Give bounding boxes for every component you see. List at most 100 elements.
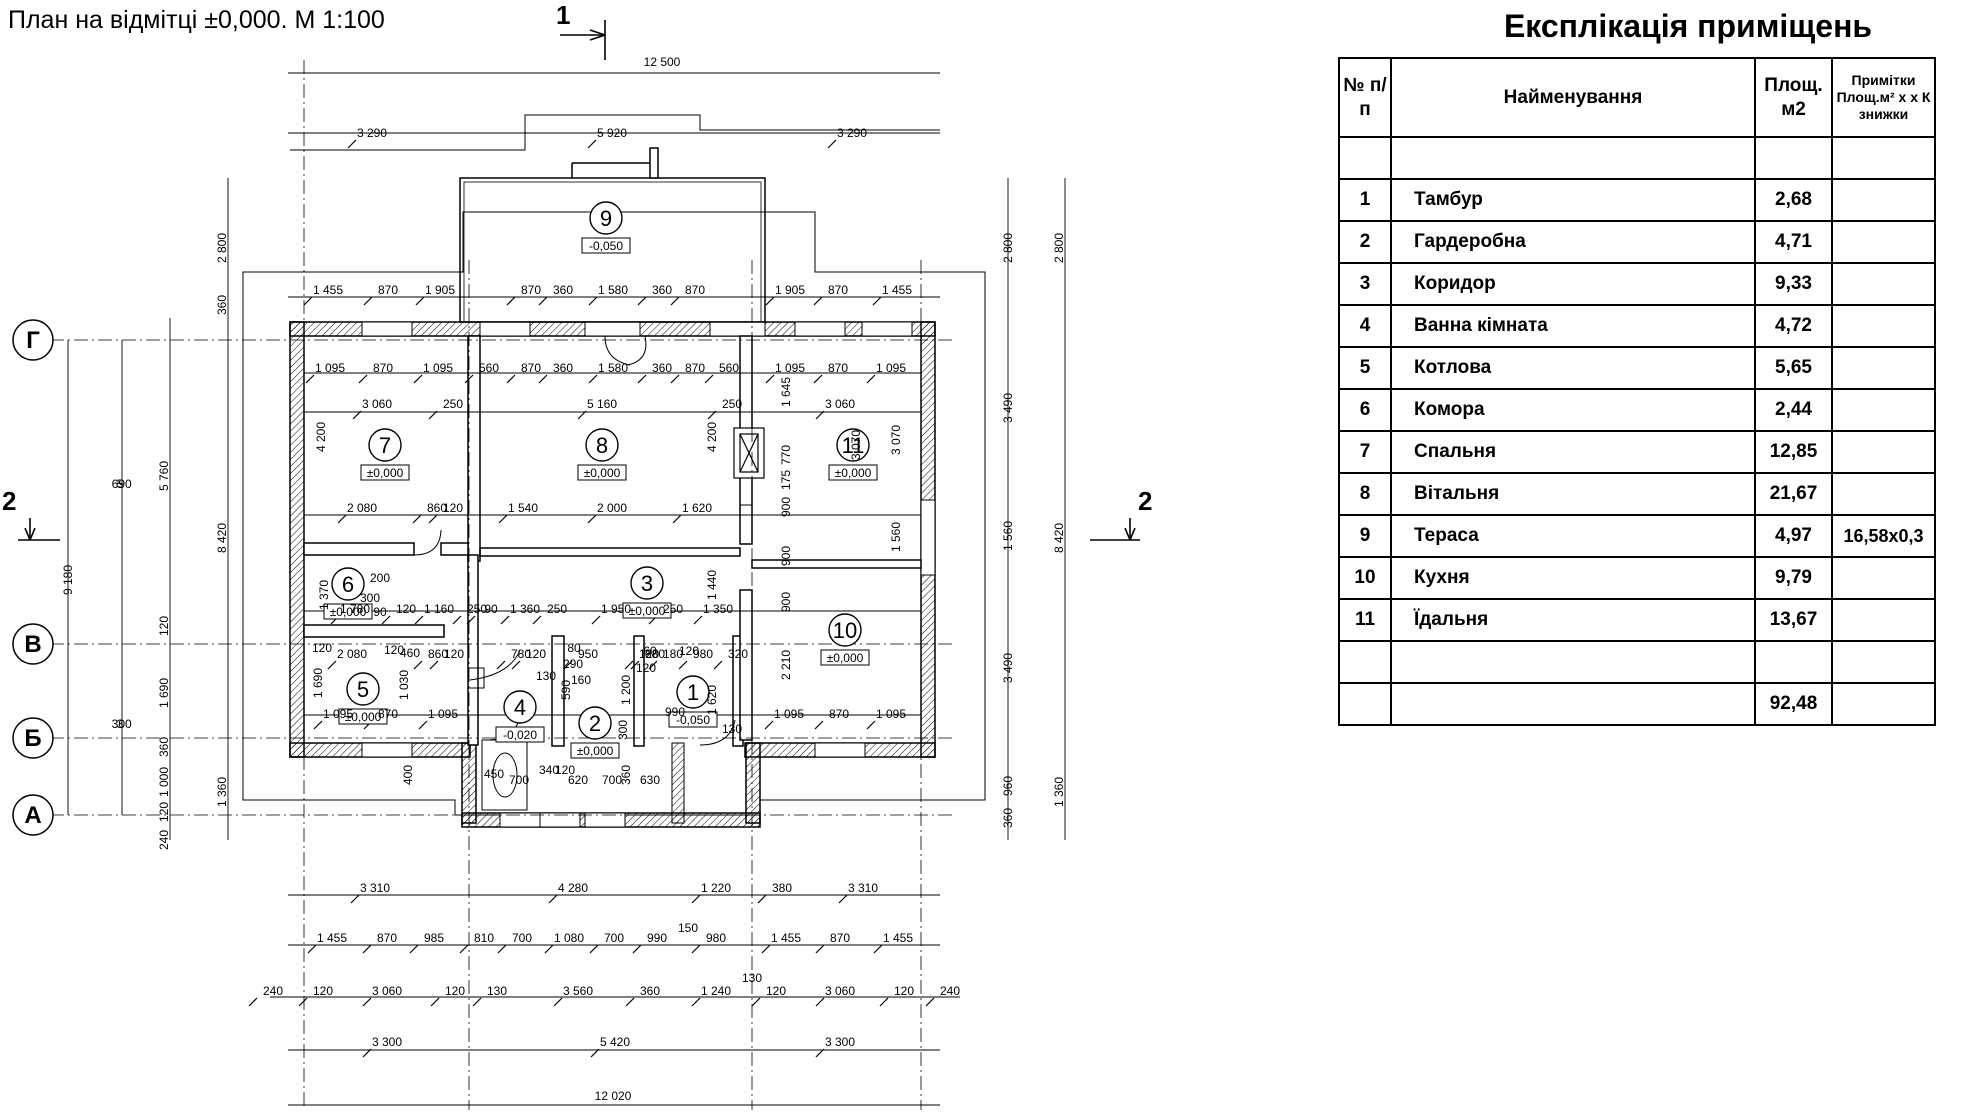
room-number: 10 bbox=[833, 618, 857, 643]
dimension-tick bbox=[815, 997, 825, 1007]
room-level-box bbox=[360, 464, 410, 481]
explication-blank-row bbox=[1338, 640, 1936, 684]
room-level-box bbox=[820, 649, 870, 666]
dim-label-misc: 300 bbox=[360, 591, 380, 605]
dimension-tick bbox=[813, 374, 823, 384]
row-note bbox=[1831, 556, 1936, 600]
dim-label-bottom_2: 870 bbox=[830, 931, 850, 945]
section-1-label: 1 bbox=[556, 0, 570, 30]
header-num: № п/п bbox=[1338, 57, 1392, 138]
dimension-tick bbox=[497, 944, 507, 954]
dimension-tick bbox=[298, 997, 308, 1007]
dimension-tick bbox=[588, 296, 598, 306]
dim-label-misc: 700 bbox=[602, 773, 622, 787]
axis-label-g: Г bbox=[26, 327, 40, 354]
dim-label-misc: 3 070 bbox=[849, 430, 863, 460]
dim-label-bottom_2: 870 bbox=[377, 931, 397, 945]
dimension-tick bbox=[925, 997, 935, 1007]
dimension-tick bbox=[430, 997, 440, 1007]
room-markers: 7±0,0008±0,00011±0,0009-0,0503±0,00010±0… bbox=[323, 201, 878, 759]
dim-label-low_row: 180 bbox=[663, 647, 683, 661]
room-level-box bbox=[577, 464, 627, 481]
dim-label-left_3: 1 690 bbox=[157, 678, 171, 708]
row-area: 12,85 bbox=[1754, 430, 1833, 474]
row-area: 4,71 bbox=[1754, 220, 1833, 264]
row-area: 5,65 bbox=[1754, 346, 1833, 390]
row-name: Ванна кімната bbox=[1390, 304, 1756, 348]
dim-label-misc: 450 bbox=[484, 767, 504, 781]
explication-total-row: 92,48 bbox=[1338, 682, 1936, 726]
row-name: Комора bbox=[1390, 388, 1756, 432]
dimension-tick bbox=[866, 720, 876, 730]
dim-label-bottom_3: 120 bbox=[766, 984, 786, 998]
dim-label-inner_row3: 860 bbox=[427, 501, 447, 515]
dimension-tick bbox=[707, 410, 717, 420]
row-name: Тераса bbox=[1390, 514, 1756, 558]
dim-label-bottom_2: 700 bbox=[604, 931, 624, 945]
dim-label-inner_row3: 2 000 bbox=[597, 501, 627, 515]
room-level-box bbox=[323, 603, 373, 620]
dim-label-top_terrace: 360 bbox=[553, 283, 573, 297]
row-note bbox=[1831, 346, 1936, 390]
row-area: 9,33 bbox=[1754, 262, 1833, 306]
dim-label-extra: 130 bbox=[742, 971, 762, 985]
dim-label-bottom_4: 3 300 bbox=[372, 1035, 402, 1049]
dim-label-misc: 1 690 bbox=[311, 668, 325, 698]
dim-label-left_4: 1 360 bbox=[215, 777, 229, 807]
dim-label-bottom_3: 360 bbox=[640, 984, 660, 998]
room-level: -0,020 bbox=[503, 728, 537, 742]
explication-title: Експлікація приміщень bbox=[1503, 8, 1873, 44]
room-level: ±0,000 bbox=[835, 466, 872, 480]
dim-label-top_inner: 560 bbox=[479, 361, 499, 375]
dim-label-bottom_3: 240 bbox=[263, 984, 283, 998]
room-number-circle bbox=[331, 567, 365, 601]
dim-label-left_4: 2 800 bbox=[215, 233, 229, 263]
dim-label-inner_row2: 5 160 bbox=[587, 397, 617, 411]
row-note bbox=[1831, 220, 1936, 264]
dim-label-top_inner: 870 bbox=[685, 361, 705, 375]
row-name: Їдальня bbox=[1390, 598, 1756, 642]
dim-label-misc: 120 bbox=[679, 644, 699, 658]
dimension-tick bbox=[415, 296, 425, 306]
dim-label-bottom_2: 700 bbox=[512, 931, 532, 945]
dimension-tick bbox=[500, 615, 510, 625]
dimension-tick bbox=[466, 615, 476, 625]
dim-label-low_row2: 1 095 bbox=[323, 707, 353, 721]
dimension-tick bbox=[538, 296, 548, 306]
dimension-tick bbox=[459, 944, 469, 954]
dim-label-top_terrace: 870 bbox=[521, 283, 541, 297]
dim-label-misc: 770 bbox=[779, 445, 793, 465]
dim-label-right_1: 360 bbox=[1001, 808, 1015, 828]
row-area: 2,44 bbox=[1754, 388, 1833, 432]
room-level-box bbox=[581, 237, 631, 254]
windows bbox=[361, 321, 936, 828]
room-number: 8 bbox=[596, 433, 608, 458]
dim-label-misc: 290 bbox=[563, 657, 583, 671]
blind-area-outline bbox=[242, 211, 986, 816]
dim-label-inner_row3: 2 080 bbox=[347, 501, 377, 515]
dimension-tick bbox=[347, 139, 357, 149]
dim-label-low_row: 120 bbox=[526, 647, 546, 661]
room-number-circle bbox=[346, 672, 380, 706]
dim-label-mid_row: 250 bbox=[467, 602, 487, 616]
dim-label-low_row2: 870 bbox=[829, 707, 849, 721]
room-level-box bbox=[622, 602, 672, 619]
dimension-tick bbox=[713, 660, 723, 670]
dimension-tick bbox=[418, 720, 428, 730]
dim-label-right_2: 8 420 bbox=[1052, 523, 1066, 553]
dimension-tick bbox=[691, 997, 701, 1007]
dim-label-misc: 60 bbox=[643, 644, 657, 658]
dim-label-left_2: 3 300 bbox=[108, 717, 132, 731]
dim-label-misc: 120 bbox=[636, 661, 656, 675]
dim-label-top_terrace: 870 bbox=[378, 283, 398, 297]
dim-label-top_terrace: 870 bbox=[685, 283, 705, 297]
dim-label-misc: 590 bbox=[559, 680, 573, 700]
row-note bbox=[1831, 430, 1936, 474]
dim-label-bottom_1: 3 310 bbox=[848, 881, 878, 895]
room-number: 4 bbox=[514, 695, 526, 720]
dimension-tick bbox=[409, 944, 419, 954]
